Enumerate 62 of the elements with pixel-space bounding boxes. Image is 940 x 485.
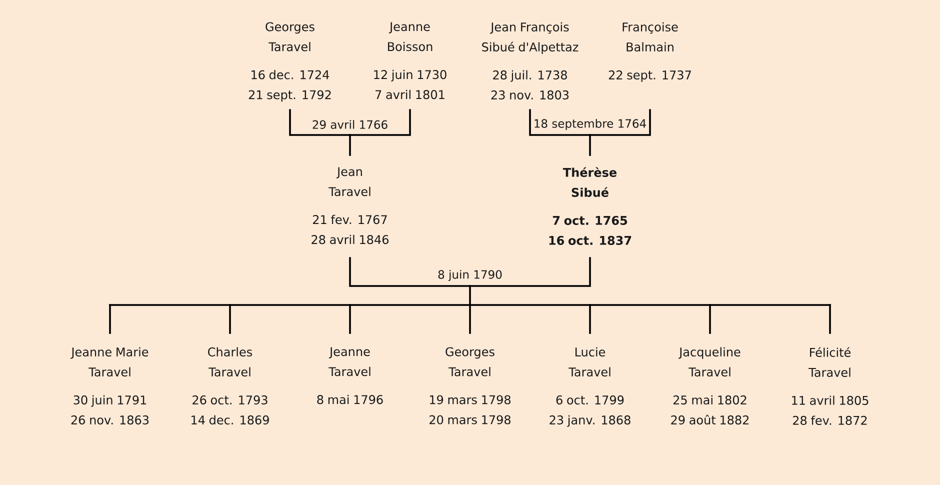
date: 6 oct. 1799 <box>556 395 624 404</box>
connector-line <box>229 304 231 334</box>
connector-line <box>589 109 651 136</box>
date: 14 dec. 1869 <box>192 415 269 424</box>
connector-line <box>349 304 471 306</box>
date: 28 fev. 1872 <box>793 416 867 425</box>
date: 21 fev. 1767 <box>313 214 387 224</box>
connector-line <box>469 285 471 306</box>
edge-label: 18 septembre 1764 <box>532 118 648 131</box>
date: 16 dec. 1724 <box>252 70 330 80</box>
person-name: Jean Taravel <box>328 167 370 196</box>
person-name: Jeanne Boisson <box>388 22 432 52</box>
person-name: Françoise Balmain <box>622 22 678 52</box>
connector-line <box>109 304 231 306</box>
connector-line <box>229 304 351 306</box>
date: 21 sept. 1792 <box>248 90 331 102</box>
connector-line <box>349 134 351 156</box>
person-name: Jeanne Marie Taravel <box>70 347 148 376</box>
date: 8 mai 1796 <box>317 394 383 404</box>
date: 12 juin 1730 <box>374 70 446 82</box>
connector-line <box>589 134 591 156</box>
date: 30 juin 1791 <box>74 395 146 407</box>
connector-line <box>469 257 591 287</box>
connector-line <box>529 109 591 136</box>
connector-line <box>709 304 831 306</box>
connector-line <box>469 304 471 334</box>
person-name: Félicité Taravel <box>808 347 851 377</box>
person-name: Lucie Taravel <box>568 347 610 376</box>
connector-line <box>829 304 831 334</box>
connector-line <box>589 304 591 334</box>
person-name: Jean François Sibué d'Alpettaz <box>482 22 578 54</box>
connector-line <box>109 304 111 334</box>
connector-line <box>289 109 351 136</box>
date: 23 nov. 1803 <box>491 90 569 100</box>
person-name: Jacqueline Taravel <box>678 347 740 376</box>
date: 26 oct. 1793 <box>192 395 268 404</box>
connector-line <box>469 304 591 306</box>
date: 28 avril 1846 <box>312 234 388 244</box>
date: 19 mars 1798 <box>430 395 510 404</box>
date: 7 oct. 1765 <box>552 216 628 225</box>
connector-line <box>349 304 351 334</box>
date: 25 mai 1802 <box>673 395 746 404</box>
date: 16 oct. 1837 <box>549 236 632 245</box>
date: 26 nov. 1863 <box>71 415 149 424</box>
person-name: Georges Taravel <box>266 22 314 52</box>
date: 22 sept. 1737 <box>608 70 691 82</box>
date: 11 avril 1805 <box>792 396 868 405</box>
edge-label: 29 avril 1766 <box>310 120 390 130</box>
person-name: Georges Taravel <box>446 347 494 376</box>
connector-line <box>349 109 411 136</box>
date: 7 avril 1801 <box>376 90 444 100</box>
connector-line <box>589 304 711 306</box>
person-name: Thérèse Sibué <box>562 167 617 197</box>
date: 20 mars 1798 <box>430 415 510 424</box>
date: 23 janv. 1868 <box>550 415 630 427</box>
date: 29 août 1882 <box>671 414 749 424</box>
edge-label: 8 juin 1790 <box>436 269 504 282</box>
person-name: Charles Taravel <box>208 347 252 376</box>
connector-line <box>349 257 471 287</box>
date: 28 juil. 1738 <box>493 70 567 82</box>
connector-line <box>709 304 711 334</box>
person-name: Jeanne Taravel <box>328 347 370 376</box>
